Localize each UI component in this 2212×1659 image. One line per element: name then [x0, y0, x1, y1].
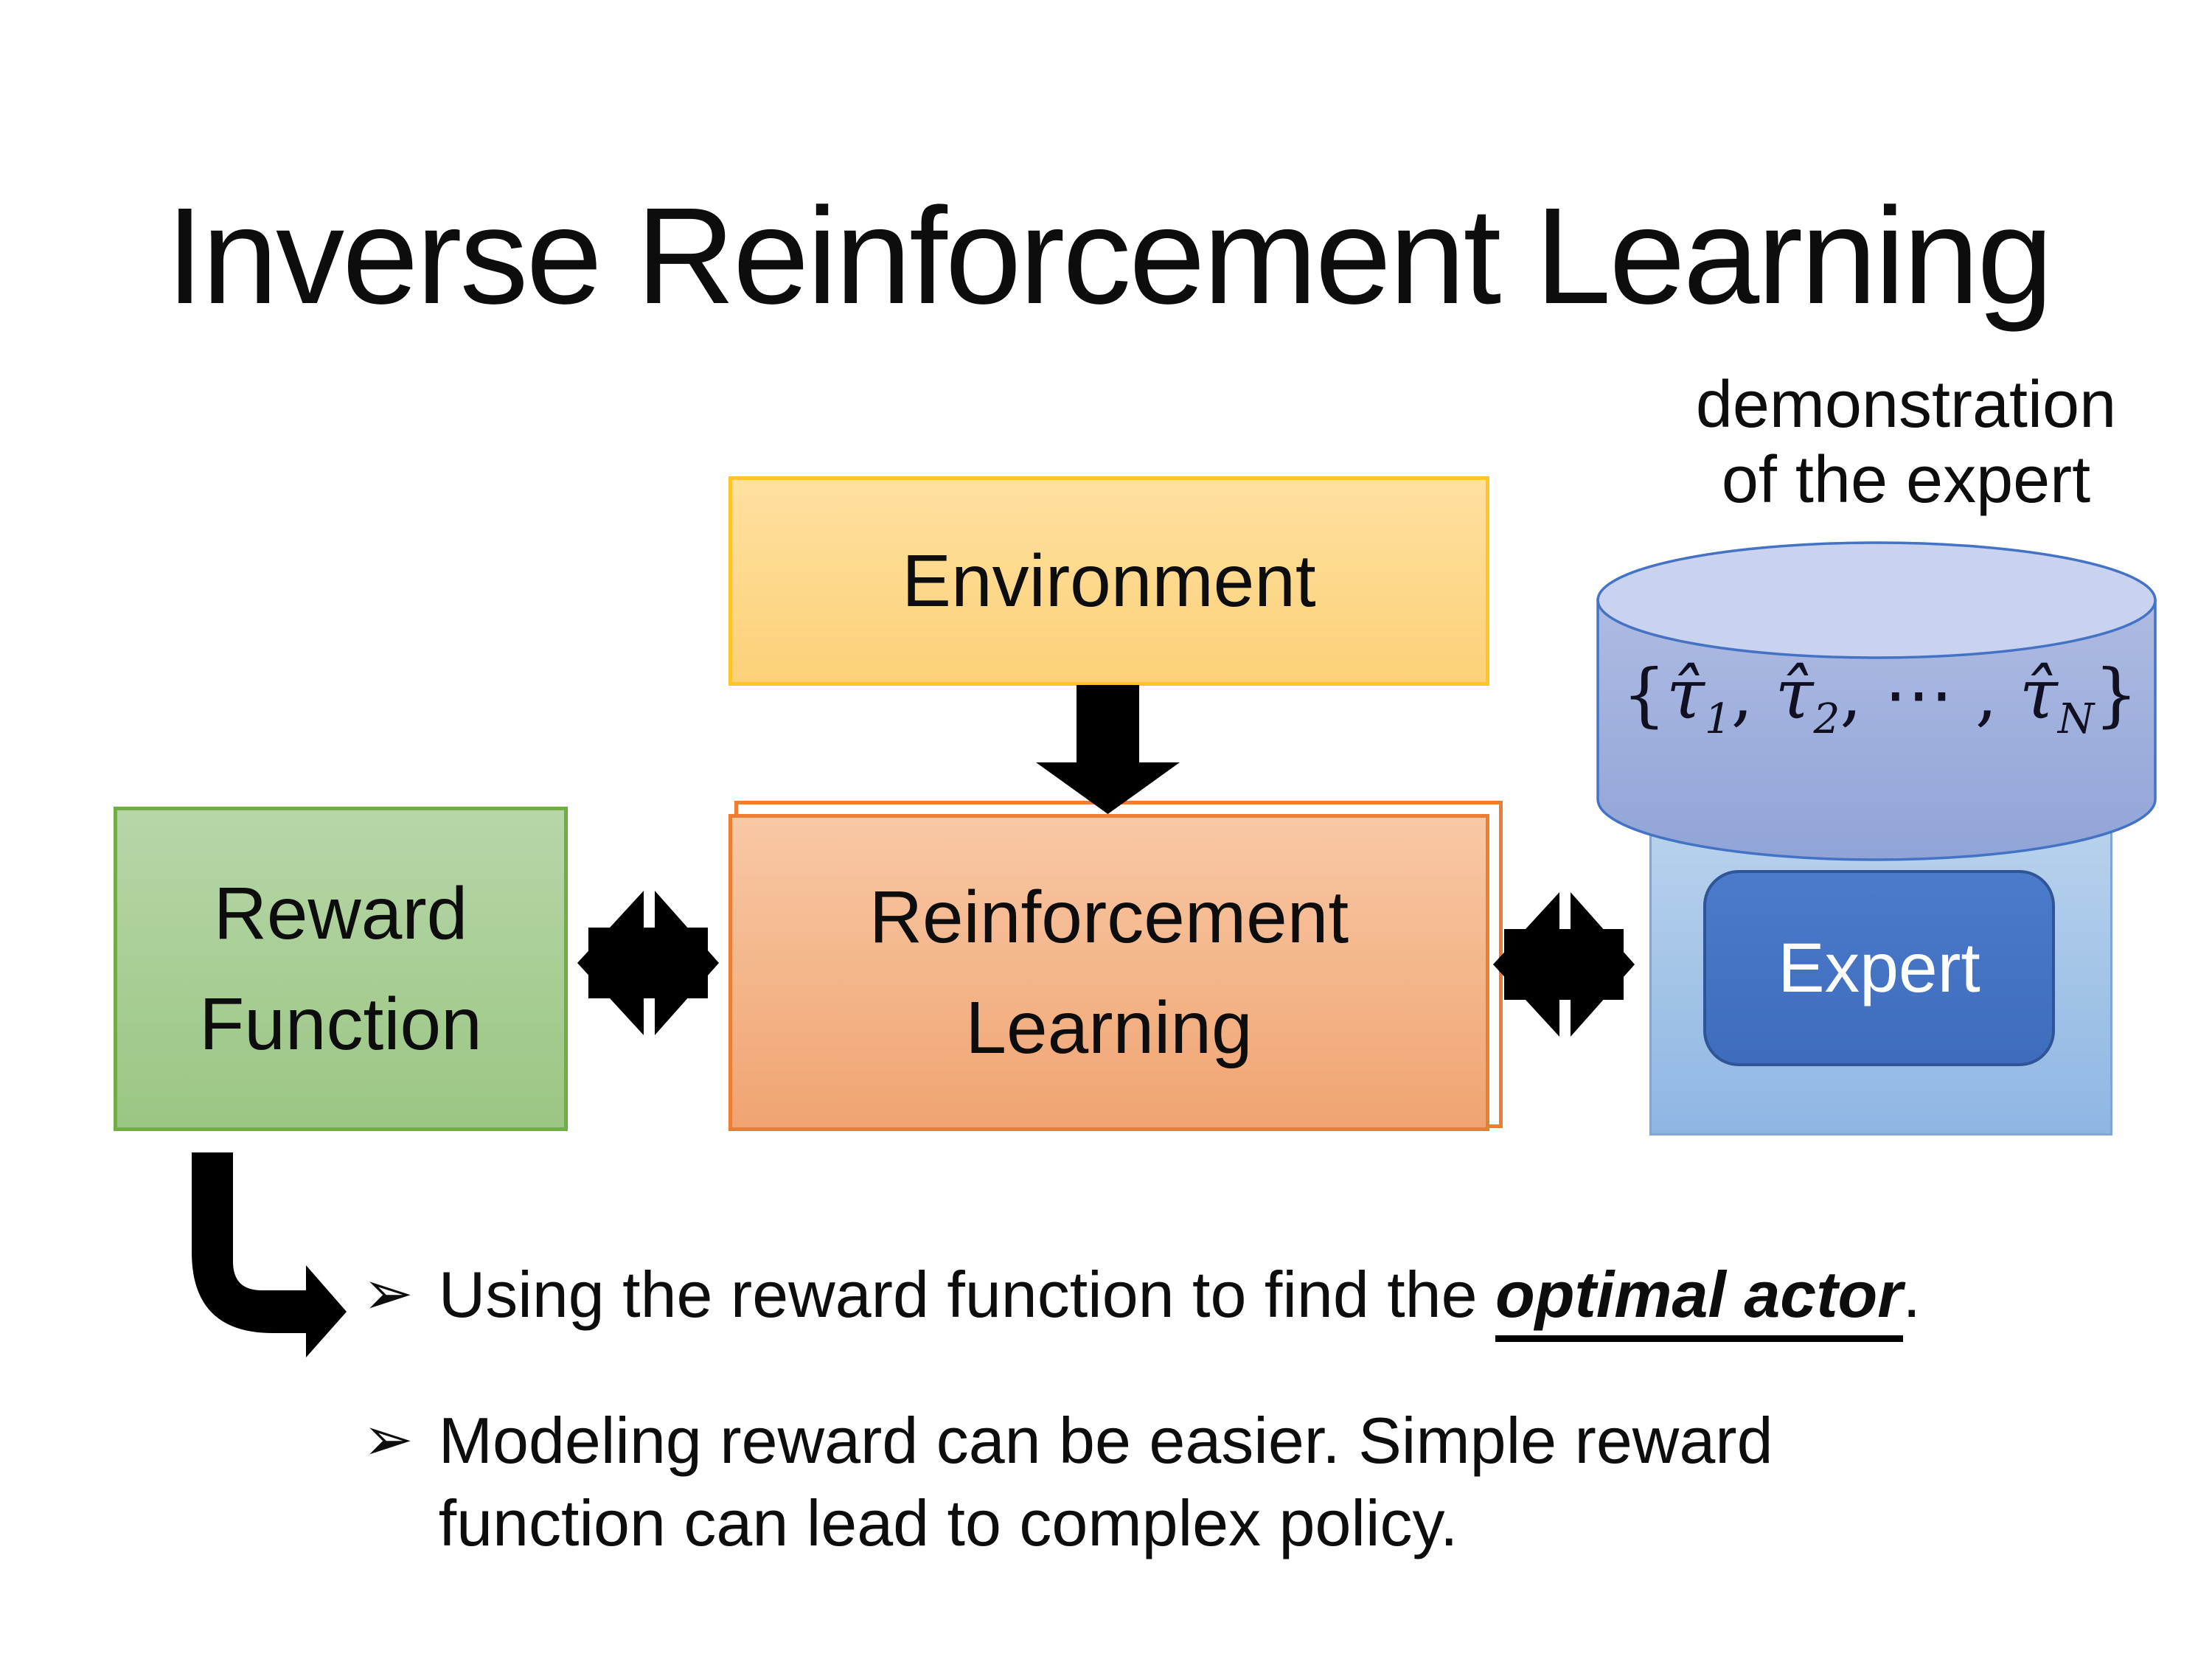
reinforcement-learning-label: Reinforcement Learning [869, 862, 1349, 1083]
bullet-item-modeling-reward: ➢ Modeling reward can be easier. Simple … [363, 1399, 1773, 1565]
formula-tau-n: τ̂ [2019, 655, 2058, 735]
bullet-text: Using the reward function to find the op… [438, 1253, 1921, 1342]
bullet2-text-line1: Modeling reward can be easier. Simple re… [438, 1404, 1773, 1477]
reinforcement-learning-label-line2: Learning [965, 987, 1253, 1069]
bullet1-text-after: . [1902, 1258, 1921, 1331]
formula-close-brace: } [2094, 655, 2138, 735]
bullet-text: Modeling reward can be easier. Simple re… [439, 1399, 1773, 1565]
slide-title: Inverse Reinforcement Learning [166, 180, 2053, 333]
bullet-marker-icon: ➢ [363, 1405, 414, 1475]
optimal-actor-emphasis: optimal actor [1495, 1258, 1903, 1342]
environment-label: Environment [902, 539, 1316, 622]
reward-function-label-line2: Function [199, 983, 482, 1065]
reward-function-box: Reward Function [114, 807, 568, 1131]
formula-open-brace: { [1622, 655, 1666, 735]
formula-dots: ⋯ [1884, 655, 1954, 735]
reward-function-label: Reward Function [199, 858, 482, 1079]
down-arrow-icon [1036, 685, 1180, 814]
expert-demonstration-label-line2: of the expert [1721, 443, 2091, 517]
formula-sub-1: 1 [1704, 695, 1731, 743]
trajectory-database-cylinder-icon [1596, 541, 2157, 861]
formula-sub-2: 2 [1813, 695, 1840, 743]
reinforcement-learning-label-line1: Reinforcement [869, 876, 1349, 959]
double-arrow-right-icon [1493, 892, 1635, 1037]
reinforcement-learning-box: Reinforcement Learning [728, 814, 1489, 1131]
expert-demonstration-label: demonstration of the expert [1611, 367, 2201, 518]
formula-sub-n: N [2057, 695, 2095, 743]
bullet-marker-icon: ➢ [363, 1259, 414, 1329]
expert-box: Expert [1703, 870, 2055, 1066]
formula-comma-3: , [1953, 655, 2020, 735]
expert-demonstration-label-line1: demonstration [1695, 368, 2117, 442]
formula-comma-1: , [1731, 655, 1775, 735]
environment-box: Environment [728, 476, 1489, 686]
formula-comma-2: , [1840, 655, 1885, 735]
bent-arrow-icon [192, 1152, 347, 1357]
trajectory-set-formula: {τ̂1, τ̂2, ⋯ , τ̂N} [1622, 655, 2138, 743]
bullet2-text-line2: function can lead to complex policy. [438, 1486, 1458, 1559]
double-arrow-left-icon [577, 891, 719, 1035]
expert-label: Expert [1778, 928, 1980, 1007]
formula-tau-1: τ̂ [1666, 655, 1705, 735]
reward-function-label-line1: Reward [213, 872, 468, 955]
bullet-item-optimal-actor: ➢ Using the reward function to find the … [363, 1253, 1921, 1342]
formula-tau-2: τ̂ [1775, 655, 1814, 735]
bullet1-text-before: Using the reward function to find the [438, 1258, 1495, 1331]
